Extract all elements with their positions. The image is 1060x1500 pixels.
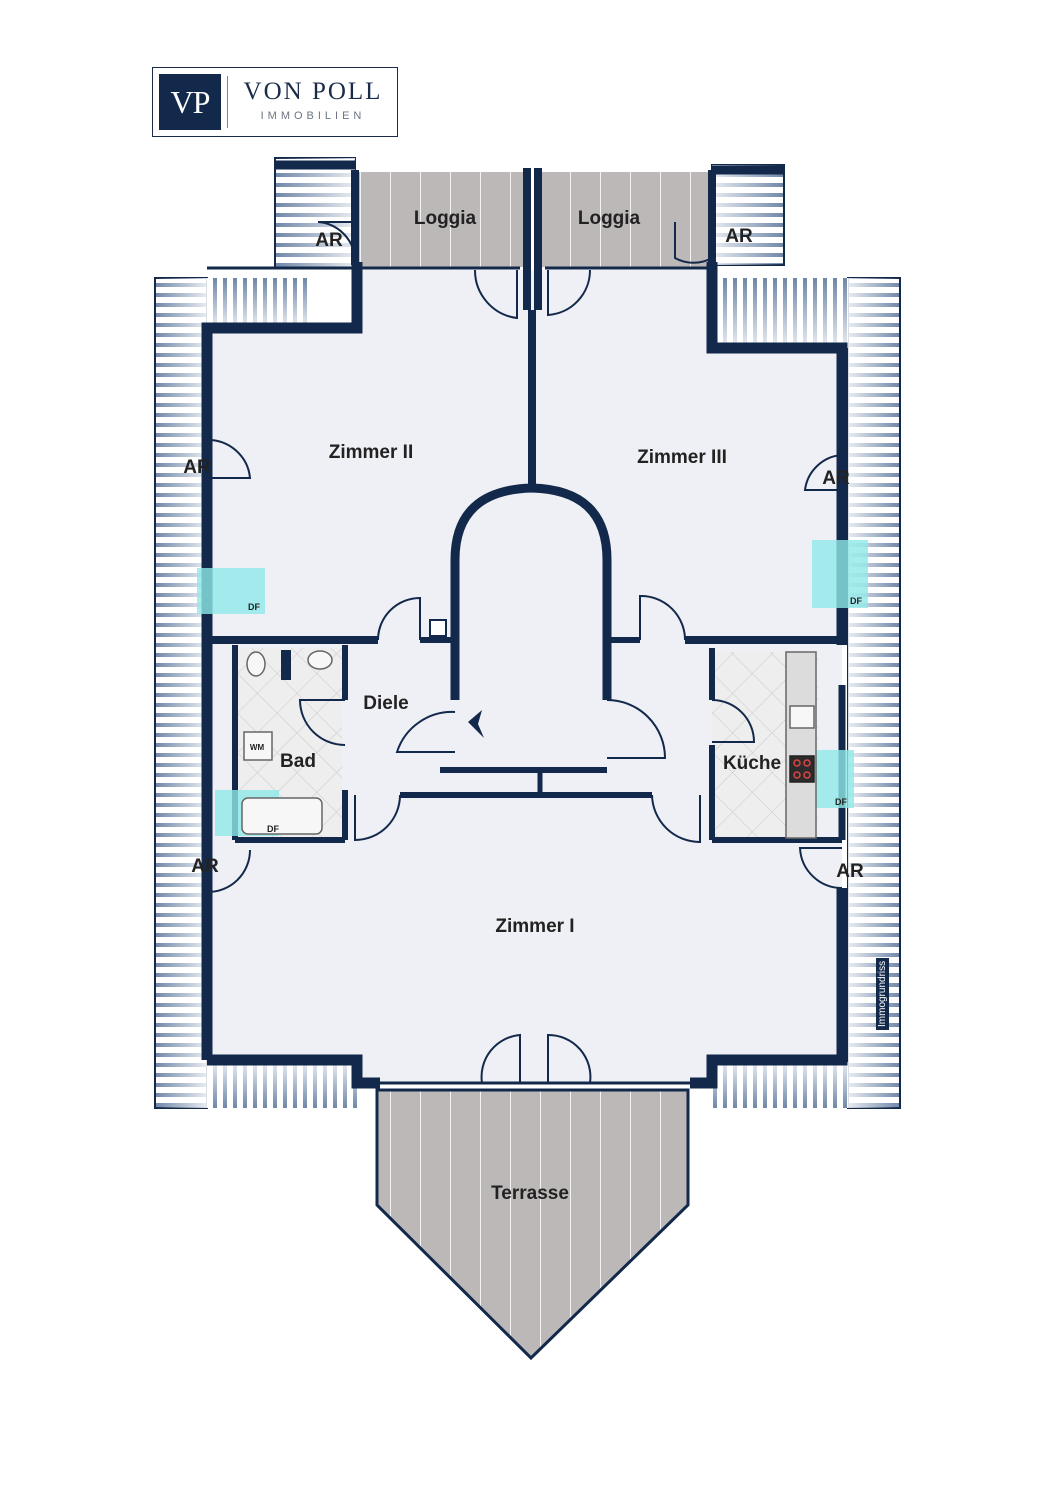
von-poll-logo: VP VON POLL IMMOBILIEN (152, 67, 398, 137)
zimmer-3-label: Zimmer III (637, 447, 727, 468)
walls (201, 160, 848, 1089)
df-label: DF (248, 602, 260, 612)
credit-text: Immogrundriss (876, 957, 889, 1030)
zimmer-2-label: Zimmer II (329, 442, 413, 463)
loggia-right-label: Loggia (578, 208, 641, 229)
sink-icon (307, 650, 333, 670)
loggia-right-deck (535, 172, 712, 267)
ar-label: AR (822, 468, 850, 489)
ar-label: AR (183, 457, 211, 478)
washing-machine-icon (243, 731, 273, 761)
bad-label: Bad (280, 751, 316, 772)
diele-label: Diele (363, 693, 408, 714)
fixtures (241, 619, 817, 839)
ar-label: AR (725, 226, 753, 247)
kitchen-sink-icon (789, 705, 815, 729)
zimmer-1-label: Zimmer I (495, 916, 574, 937)
ar-label: AR (836, 861, 864, 882)
bathtub-icon (241, 797, 323, 835)
roof-eaves (154, 157, 901, 1109)
cooktop-icon (789, 755, 815, 783)
df-label: DF (835, 797, 847, 807)
logo-divider (227, 76, 228, 128)
df-label: DF (267, 824, 279, 834)
shaft-icon (429, 619, 447, 637)
logo-monogram: VP (159, 74, 221, 130)
toilet-icon (246, 651, 266, 677)
entry-arrow-icon (468, 710, 484, 738)
df-label: DF (850, 596, 862, 606)
terrasse-label: Terrasse (491, 1183, 569, 1204)
kitchen-counter (785, 651, 817, 839)
logo-name: VON POLL (243, 78, 383, 105)
door-swings (206, 221, 843, 1084)
loggia-left-deck (355, 172, 527, 267)
wm-label: WM (250, 743, 265, 752)
logo-subtitle: IMMOBILIEN (260, 110, 366, 122)
floor-area (207, 270, 842, 1083)
ar-label: AR (315, 230, 343, 251)
loggia-left-label: Loggia (414, 208, 477, 229)
terrace-deck (375, 1088, 690, 1361)
ar-label: AR (191, 856, 219, 877)
kueche-label: Küche (723, 753, 781, 774)
